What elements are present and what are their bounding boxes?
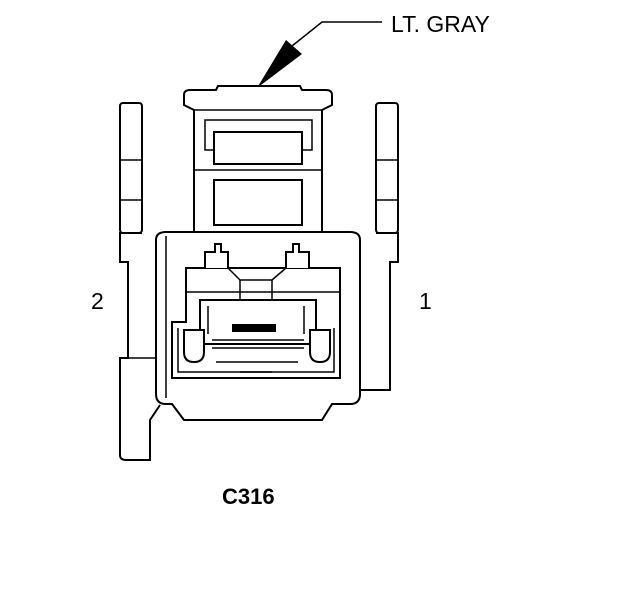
pin-number-left: 2 — [91, 288, 104, 314]
leader-arrow — [257, 21, 382, 88]
pin-number-right: 1 — [419, 288, 432, 314]
right-side-rail — [360, 102, 399, 391]
connector-id-label: C316 — [222, 484, 275, 509]
lock-housing — [183, 85, 333, 233]
terminal-cavity — [171, 243, 341, 379]
arrow-head — [257, 40, 302, 88]
left-side-rail — [119, 102, 161, 461]
wire-color-label: LT. GRAY — [391, 11, 490, 37]
